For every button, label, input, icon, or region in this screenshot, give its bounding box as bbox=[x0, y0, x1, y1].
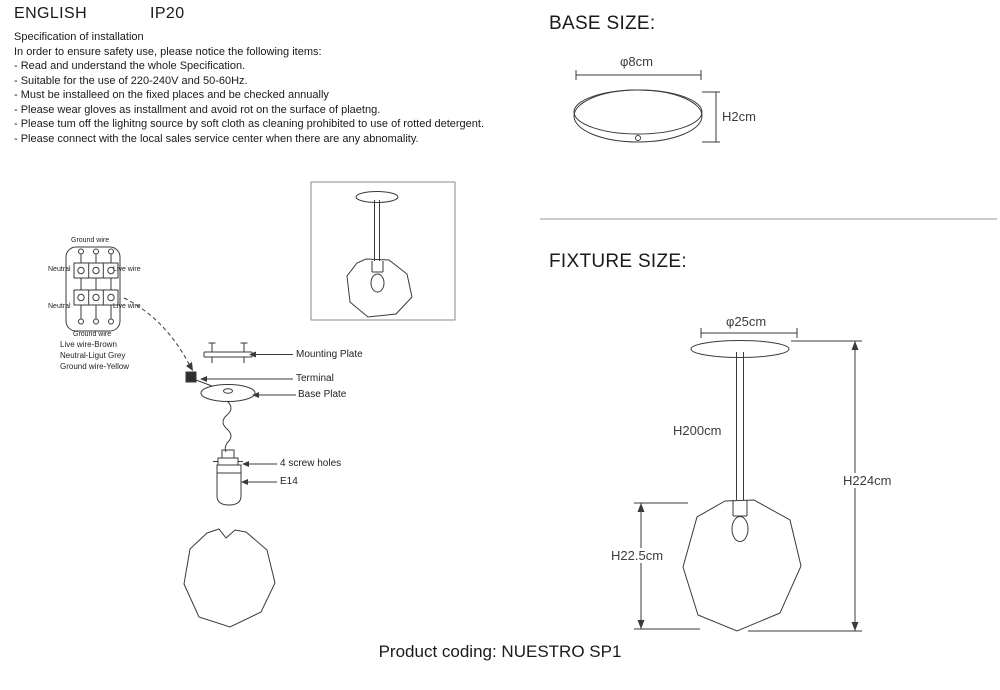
product-coding: Product coding: NUESTRO SP1 bbox=[378, 642, 622, 661]
rod-height-label: H200cm bbox=[673, 423, 722, 438]
live-wire-row1-label: Live wire bbox=[113, 266, 141, 273]
spec-item: - Please wear gloves as installment and … bbox=[14, 103, 381, 116]
base-height-label: H2cm bbox=[722, 109, 756, 124]
spec-intro: In order to ensure safety use, please no… bbox=[14, 45, 322, 58]
live-wire-row2-label: Live wire bbox=[113, 303, 141, 310]
fixture-diameter-label: φ25cm bbox=[726, 314, 767, 329]
mounting-plate-label: Mounting Plate bbox=[296, 349, 363, 360]
total-height-label: H224cm bbox=[840, 473, 895, 488]
ip-rating-label: IP20 bbox=[150, 5, 185, 22]
shade-height-label: H22.5cm bbox=[608, 548, 667, 563]
base-size-drawing bbox=[573, 70, 720, 143]
assembly-diagram bbox=[185, 342, 296, 506]
spec-item: - Suitable for the use of 220-240V and 5… bbox=[14, 74, 248, 87]
base-diameter-label: φ8cm bbox=[620, 54, 653, 69]
wiring-terminal-diagram bbox=[65, 246, 121, 332]
fixture-size-drawing bbox=[634, 328, 862, 632]
spec-item: - Please tum off the lighitng source by … bbox=[14, 118, 485, 130]
dashed-connection-arrow bbox=[123, 297, 193, 371]
ground-wire-bottom-label: Ground wire bbox=[73, 331, 112, 338]
specification-block: Specification of installation In order t… bbox=[14, 30, 484, 146]
glass-shade-drawing bbox=[183, 528, 276, 628]
legend-live-wire: Live wire-Brown bbox=[60, 340, 117, 349]
spec-title: Specification of installation bbox=[14, 31, 144, 43]
legend-ground-wire: Ground wire-Yellow bbox=[60, 362, 130, 371]
socket-e14-label: E14 bbox=[280, 476, 298, 487]
neutral-row1-label: Neutral bbox=[48, 266, 71, 273]
fixture-size-title: FIXTURE SIZE: bbox=[549, 251, 687, 272]
boxed-pendant-diagram bbox=[310, 181, 456, 321]
language-label: ENGLISH bbox=[14, 5, 88, 22]
neutral-row2-label: Neutral bbox=[48, 303, 71, 310]
legend-neutral: Neutral-Ligut Grey bbox=[60, 351, 126, 360]
screw-holes-label: 4 screw holes bbox=[280, 458, 342, 469]
spec-item: - Please connect with the local sales se… bbox=[14, 132, 419, 145]
ground-wire-top-label: Ground wire bbox=[71, 237, 110, 244]
terminal-label: Terminal bbox=[296, 373, 334, 384]
base-plate-label: Base Plate bbox=[298, 389, 347, 400]
base-size-title: BASE SIZE: bbox=[549, 13, 656, 34]
spec-item: - Read and understand the whole Specific… bbox=[14, 60, 246, 72]
spec-item: - Must be installeed on the fixed places… bbox=[14, 89, 329, 101]
